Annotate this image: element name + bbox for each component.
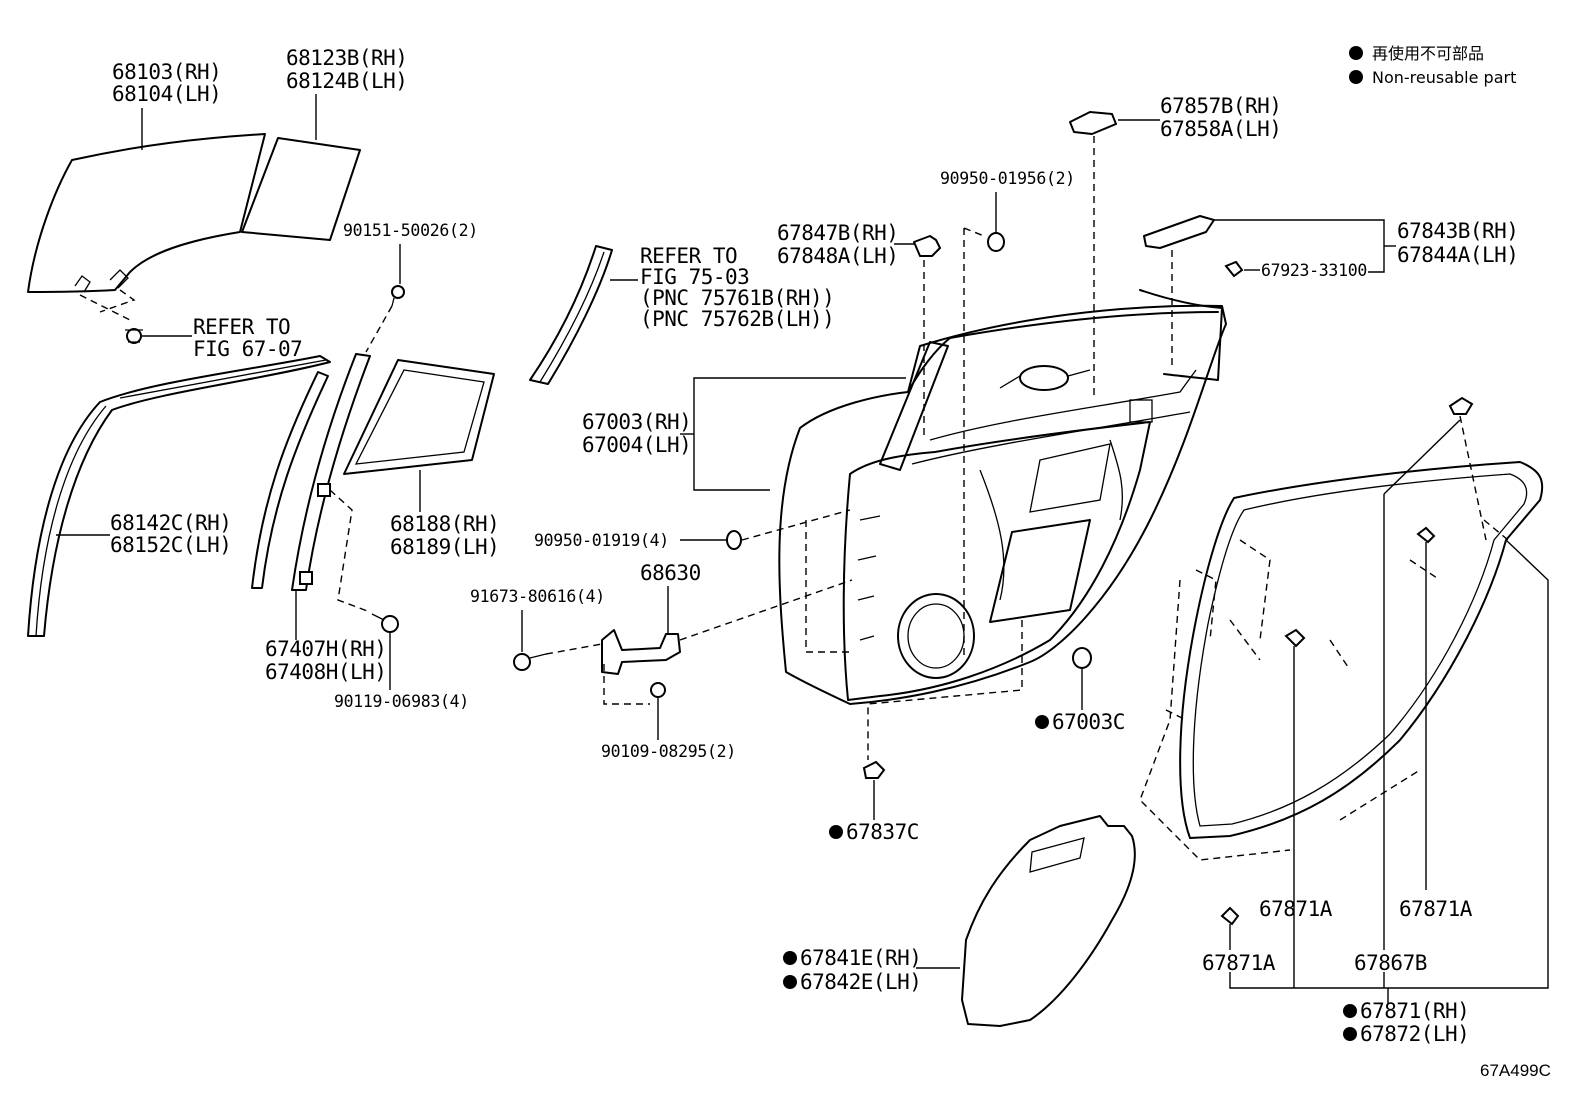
door-weatherstrip (1179, 461, 1544, 839)
non-reusable-dot-67003c (1035, 715, 1049, 729)
run-channel (27, 355, 331, 637)
division-bar-2 (291, 353, 371, 613)
legend-label-en: Non-reusable part (1372, 68, 1516, 87)
callout-67872: 67872(LH) (1360, 1022, 1469, 1046)
figure-code: 67A499C (1480, 1061, 1551, 1080)
legend: 再使用不可部品 Non-reusable part (1349, 44, 1516, 87)
clip-67871a-right (1416, 526, 1436, 544)
callout-90109: 90109-08295(2) (601, 742, 736, 761)
callout-67003: 67003(RH) (582, 410, 691, 434)
legend-dot-jp (1349, 46, 1363, 60)
callout-68142c: 68142C(RH) (110, 511, 231, 535)
callout-68152c: 68152C(LH) (110, 533, 231, 557)
nut-90950-01956 (987, 232, 1005, 252)
plug-67003c (1072, 647, 1092, 669)
refer-fig-67-line1: REFER TO (193, 315, 290, 339)
refer-fig-75-line3: (PNC 75761B(RH)) (640, 286, 834, 310)
callout-67858a: 67858A(LH) (1160, 117, 1281, 141)
clip-67857 (1069, 111, 1117, 135)
callout-67871a-left: 67871A (1202, 951, 1276, 975)
refer-fig-75-line2: FIG 75-03 (640, 265, 749, 289)
bolt-91673 (513, 653, 547, 671)
callout-67004: 67004(LH) (582, 433, 691, 457)
callout-90119: 90119-06983(4) (334, 692, 469, 711)
callout-67844a: 67844A(LH) (1397, 243, 1518, 267)
callout-68103: 68103(RH) (112, 60, 221, 84)
callout-67847b: 67847B(RH) (777, 221, 898, 245)
refer-fig-75-line1: REFER TO (640, 244, 737, 268)
callout-68104: 68104(LH) (112, 82, 221, 106)
callout-67408h: 67408H(LH) (265, 660, 386, 684)
door-panel (778, 289, 1227, 705)
clip-67871a-left (1220, 906, 1240, 926)
callout-67848a: 67848A(LH) (777, 244, 898, 268)
callout-67871a-mid: 67871A (1259, 897, 1333, 921)
callout-67857b: 67857B(RH) (1160, 94, 1281, 118)
callout-91673: 91673-80616(4) (470, 587, 605, 606)
clip-67837c (862, 760, 886, 779)
pillar-garnish (529, 245, 613, 385)
service-hole-cover (961, 815, 1136, 1027)
callout-67871a-right: 67871A (1399, 897, 1473, 921)
legend-label-jp: 再使用不可部品 (1372, 44, 1484, 63)
legend-dot-en (1349, 70, 1363, 84)
non-reusable-dot-67872 (1343, 1027, 1357, 1041)
refer-fig-67-line2: FIG 67-07 (193, 337, 302, 361)
callout-67837c: 67837C (846, 820, 919, 844)
callout-67003c: 67003C (1052, 710, 1125, 734)
bracket-67843 (1143, 215, 1215, 249)
door-check (601, 629, 681, 675)
callout-90151: 90151-50026(2) (343, 221, 478, 240)
clip-top (1448, 396, 1474, 415)
clip-67871a-mid (1284, 628, 1306, 648)
screw-90151 (391, 285, 405, 307)
callout-67842e: 67842E(LH) (800, 970, 921, 994)
callout-68123b: 68123B(RH) (286, 46, 407, 70)
callout-90950-01956: 90950-01956(2) (940, 169, 1075, 188)
non-reusable-dot-67871 (1343, 1004, 1357, 1018)
callout-90950-01919: 90950-01919(4) (534, 531, 669, 550)
callout-67843b: 67843B(RH) (1397, 219, 1518, 243)
non-reusable-dot-67837c (829, 825, 843, 839)
glass-bolt (125, 328, 192, 344)
clip-67923 (1224, 260, 1244, 278)
division-bar (251, 371, 329, 589)
bolt-90109 (650, 682, 666, 698)
callout-67871: 67871(RH) (1360, 999, 1469, 1023)
non-reusable-dot-67842e (783, 975, 797, 989)
non-reusable-dot-67841e (783, 951, 797, 965)
door-glass-quarter (241, 137, 361, 241)
callout-67923: 67923-33100 (1261, 261, 1367, 280)
nut-90950-01919 (726, 530, 742, 550)
refer-fig-75-line4: (PNC 75762B(LH)) (640, 307, 834, 331)
quarter-frame (343, 359, 495, 475)
bolt-90119 (371, 613, 399, 633)
bracket-67847 (913, 235, 941, 257)
door-glass-main (27, 133, 266, 321)
callout-68188: 68188(RH) (390, 512, 499, 536)
callout-68630: 68630 (640, 561, 701, 585)
callout-67841e: 67841E(RH) (800, 946, 921, 970)
callout-68189: 68189(LH) (390, 535, 499, 559)
callout-67867b: 67867B (1354, 951, 1427, 975)
callout-67407h: 67407H(RH) (265, 637, 386, 661)
callout-68124b: 68124B(LH) (286, 69, 407, 93)
